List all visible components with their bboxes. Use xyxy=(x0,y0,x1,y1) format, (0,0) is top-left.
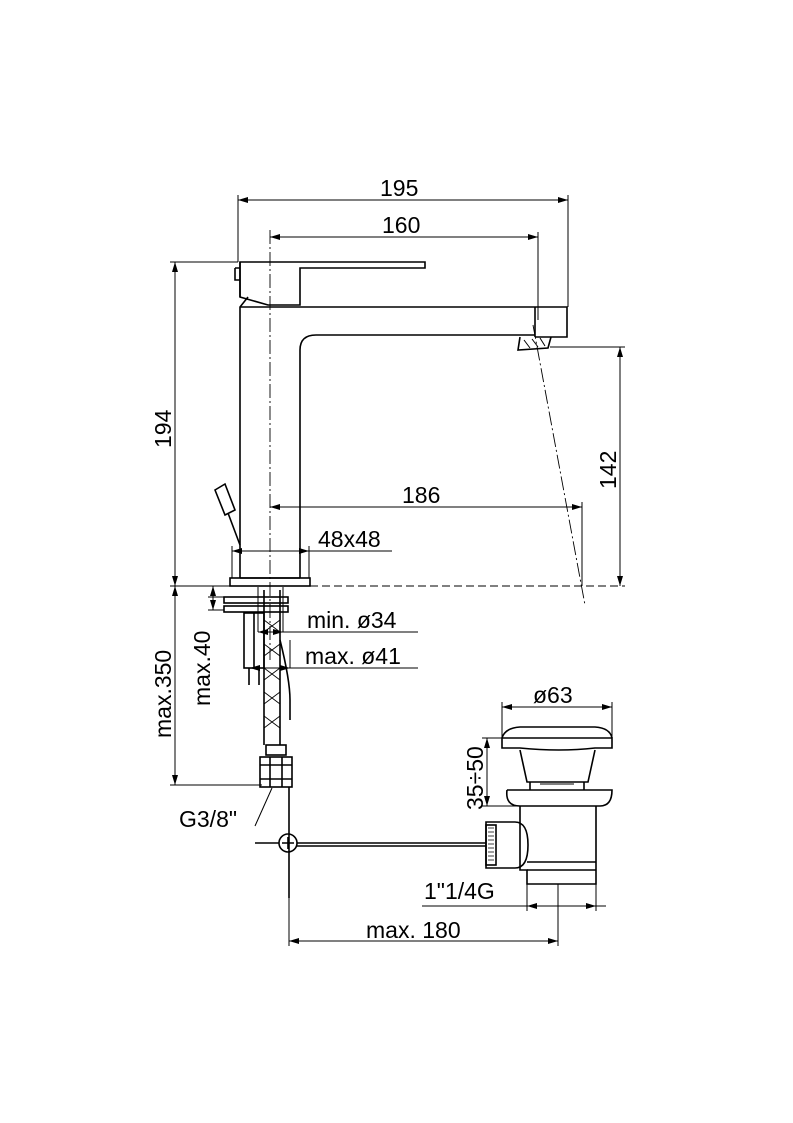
mounting-assembly xyxy=(223,590,486,898)
dimension-lines xyxy=(170,195,625,946)
dim-waste-lift: 35÷50 xyxy=(462,746,488,810)
faucet-body xyxy=(214,261,568,587)
popup-waste xyxy=(485,726,613,885)
dim-waste-thread: 1"1/4G xyxy=(424,878,495,904)
dim-overall-width: 195 xyxy=(380,175,418,201)
dim-reach-to-centre: 186 xyxy=(402,482,440,508)
dim-hose-length: max.350 xyxy=(150,650,176,738)
dim-spout-reach: 160 xyxy=(382,212,420,238)
dim-connection: G3/8" xyxy=(179,806,237,832)
dim-deck-thickness: max.40 xyxy=(189,631,215,706)
dim-overall-height: 194 xyxy=(150,409,176,448)
dim-hole-max: max. ø41 xyxy=(305,643,401,669)
dim-waste-diameter: ø63 xyxy=(533,682,573,708)
dim-spout-height: 142 xyxy=(595,451,621,489)
dim-base-size: 48x48 xyxy=(318,526,381,552)
dim-hole-min: min. ø34 xyxy=(307,607,397,633)
dim-rod-length: max. 180 xyxy=(366,917,461,943)
spout-centerline xyxy=(532,324,586,606)
